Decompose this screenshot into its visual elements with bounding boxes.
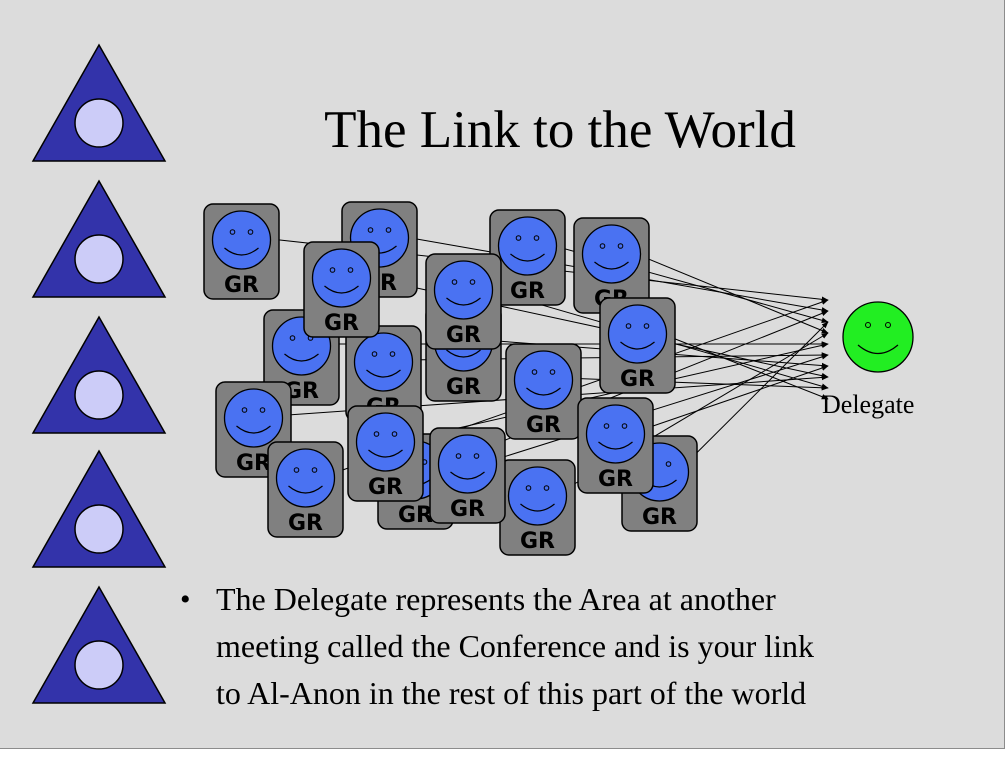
slide-title: The Link to the World: [324, 101, 796, 159]
group-card: GR: [577, 397, 654, 494]
smiley-face-icon: [223, 388, 284, 448]
delegate-label: Delegate: [822, 390, 914, 419]
group-label: GR: [446, 375, 481, 400]
group-label: GR: [520, 529, 555, 554]
bullet-line: meeting called the Conference and is you…: [216, 628, 815, 664]
triangle-circle-icon: [31, 449, 167, 568]
smiley-face-icon: [497, 216, 558, 276]
delegate-node: Delegate: [822, 301, 914, 419]
group-card: GR: [347, 405, 424, 502]
group-label: GR: [324, 311, 359, 336]
group-label: GR: [510, 279, 545, 304]
arrow-line: [487, 354, 829, 463]
group-card: GR: [267, 441, 344, 538]
group-card: GR: [489, 209, 566, 306]
side-icon-column: [31, 43, 167, 704]
smiley-face-icon: [437, 434, 498, 494]
group-label: GR: [598, 467, 633, 492]
arrow-line: [679, 321, 829, 471]
group-card: GR: [303, 241, 380, 338]
group-label: GR: [526, 413, 561, 438]
smiley-face-icon: [513, 350, 574, 410]
bullet-symbol: •: [180, 583, 191, 616]
group-label: GR: [368, 475, 403, 500]
smiley-face-icon: [211, 210, 272, 270]
smiley-face-icon: [507, 466, 568, 526]
smiley-face-icon: [311, 248, 372, 308]
group-label: GR: [224, 273, 259, 298]
group-card: GR: [425, 253, 502, 350]
smiley-face-icon: [353, 332, 414, 392]
smiley-face-icon: [581, 224, 642, 284]
triangle-circle-icon: [31, 315, 167, 434]
group-label: GR: [398, 503, 433, 528]
group-label: GR: [620, 367, 655, 392]
group-label: GR: [288, 511, 323, 536]
group-card: GR: [203, 203, 280, 300]
smiley-face-icon: [355, 412, 416, 472]
triangle-circle-icon: [31, 43, 167, 162]
group-card: GR: [499, 459, 576, 556]
smiley-face-icon: [607, 304, 668, 364]
group-card: GR: [599, 297, 676, 394]
arrow-line: [657, 331, 829, 400]
arrow-line: [635, 365, 829, 433]
group-label: GR: [236, 451, 271, 476]
smiley-face-icon: [275, 448, 336, 508]
bullet-text: The Delegate represents the Area at anot…: [216, 576, 976, 717]
triangle-circle-icon: [31, 585, 167, 704]
group-label: GR: [446, 323, 481, 348]
delegate-smiley-icon: [842, 301, 914, 373]
smiley-face-icon: [585, 404, 646, 464]
group-cards: GRGRGRGRGRGRGRGRGRGRGRGRGRGRGRGRGRGRGR: [203, 201, 698, 556]
smiley-face-icon: [433, 260, 494, 320]
group-card: GR: [429, 427, 506, 524]
group-card: GR: [505, 343, 582, 440]
group-card: GR: [573, 217, 650, 314]
bullet-line: to Al-Anon in the rest of this part of t…: [216, 675, 807, 711]
triangle-circle-icon: [31, 179, 167, 298]
group-label: GR: [450, 497, 485, 522]
arrow-line: [631, 251, 829, 334]
group-label: GR: [642, 505, 677, 530]
bullet-line: The Delegate represents the Area at anot…: [216, 581, 776, 617]
